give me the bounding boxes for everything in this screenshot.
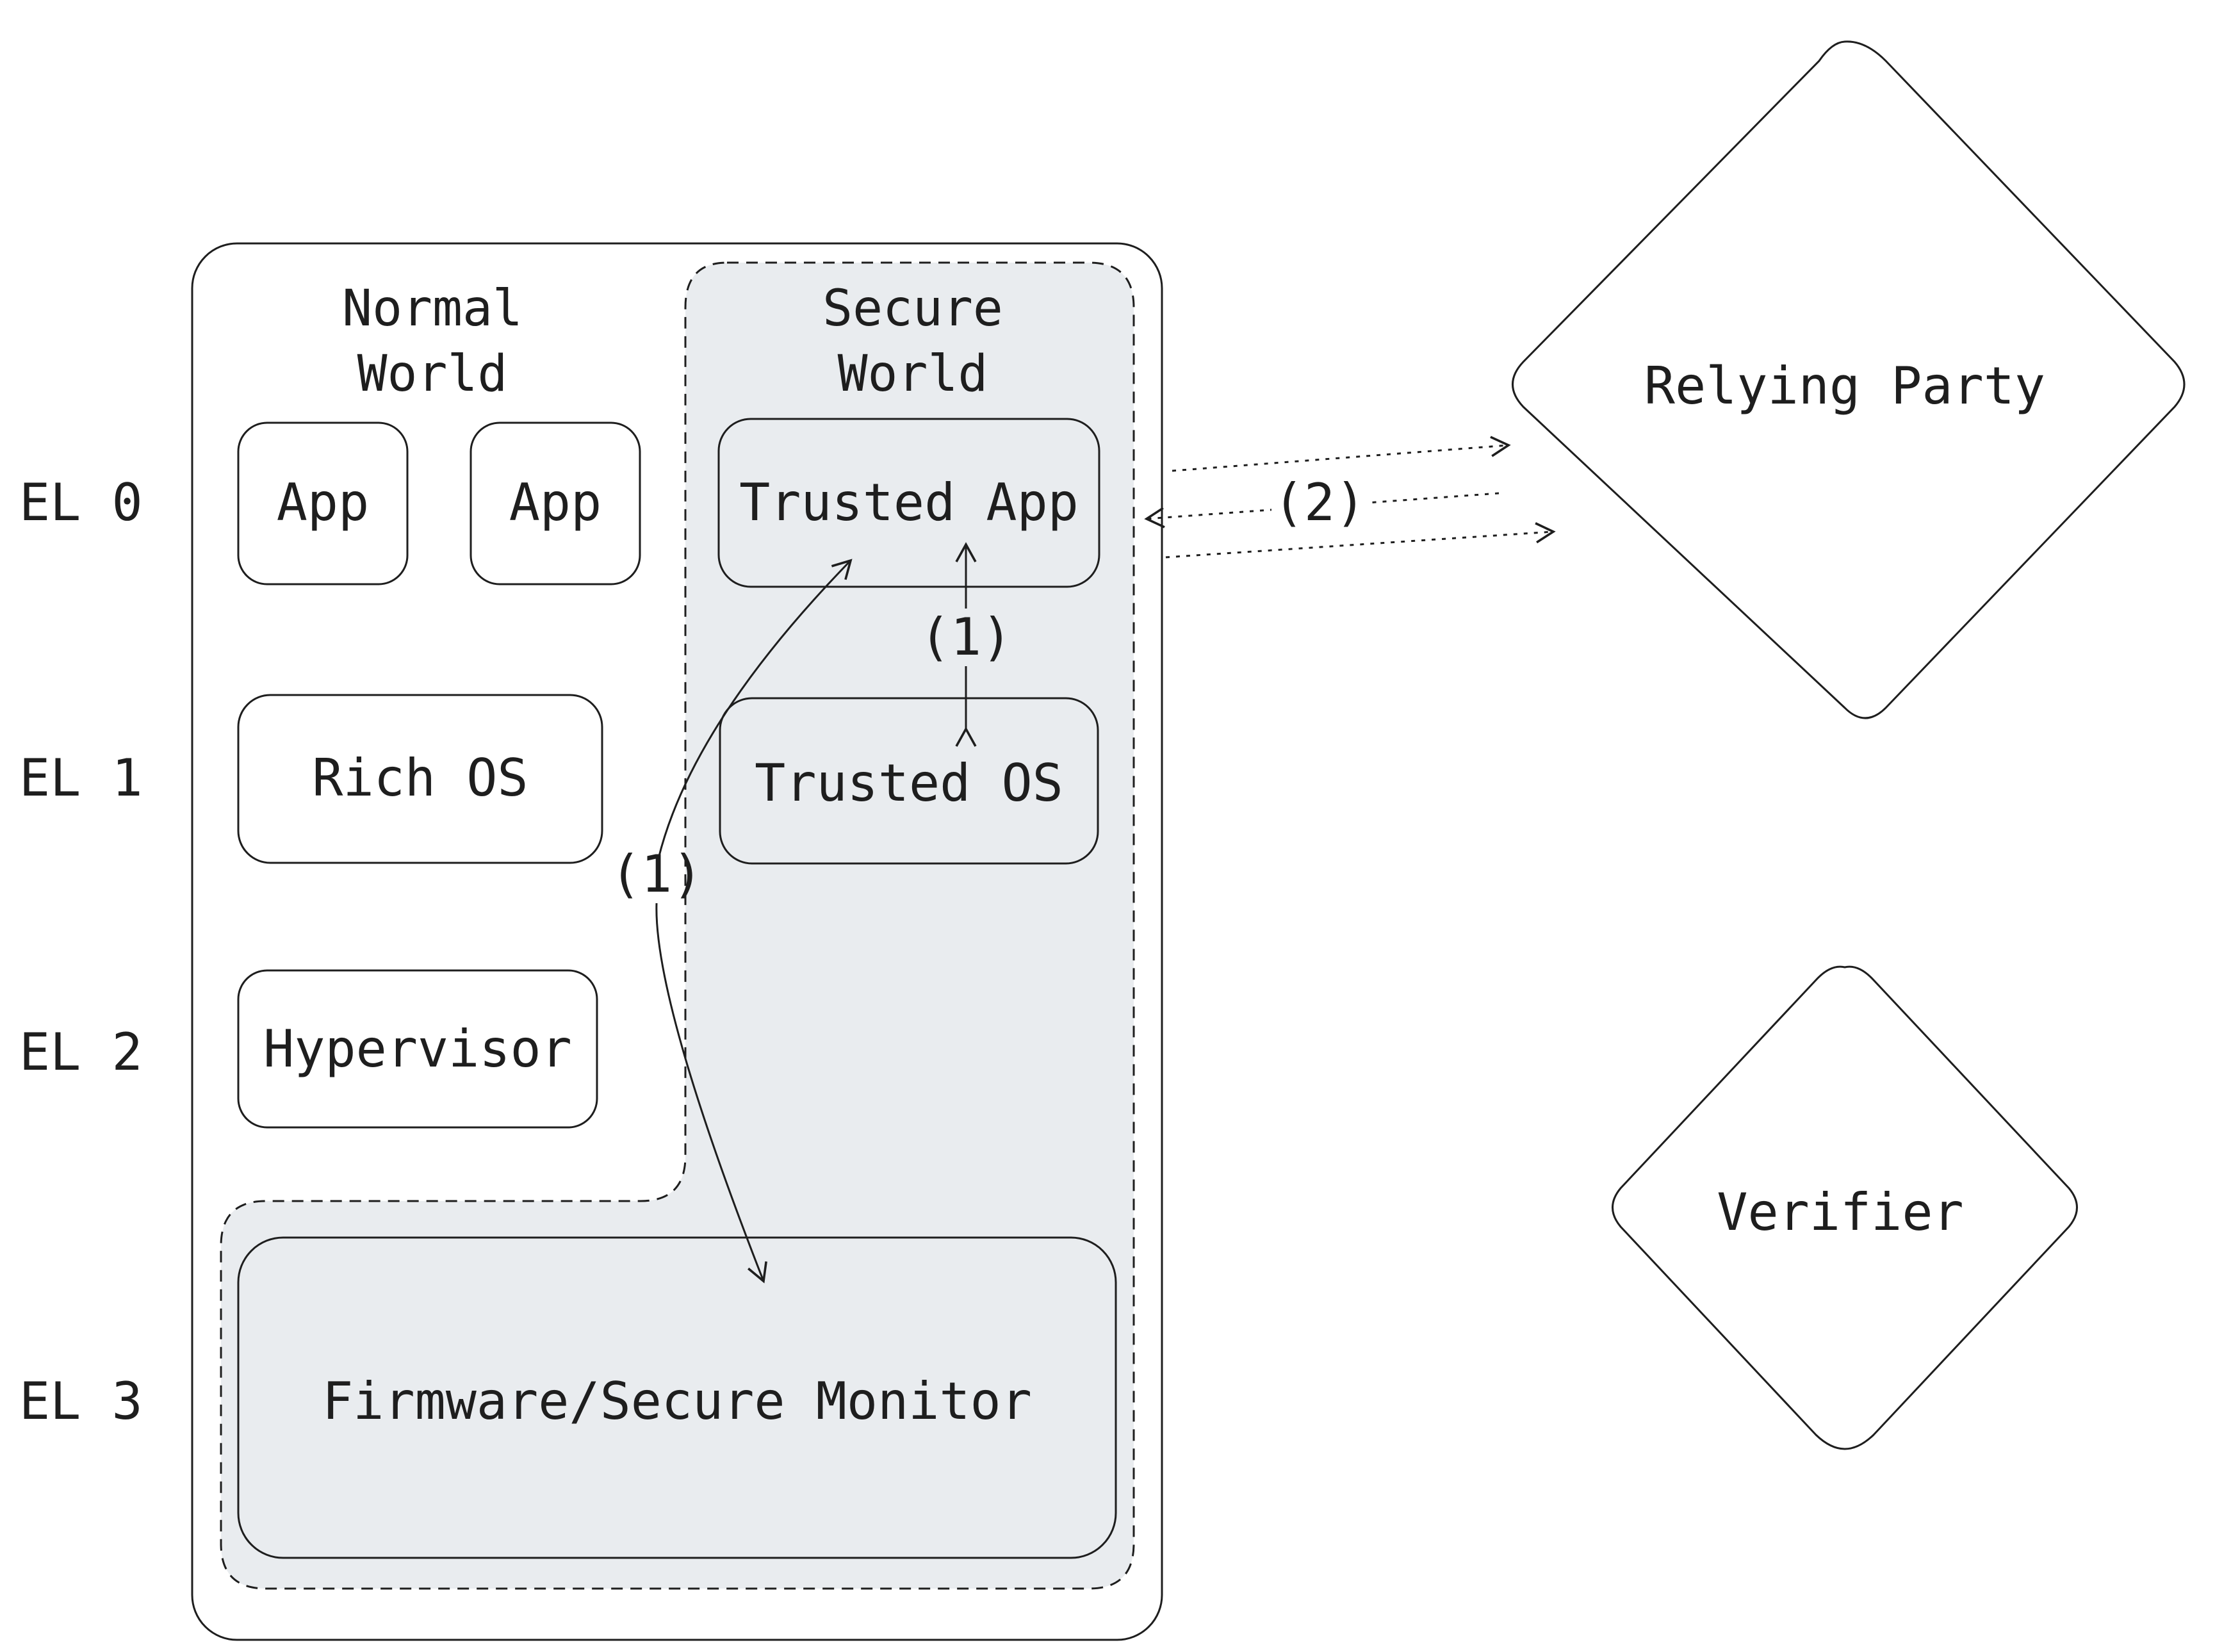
app-box-2 — [470, 421, 641, 585]
arrow-ta-fw-lower — [655, 903, 767, 1284]
app-box-2-label: App — [509, 473, 602, 532]
arrow-ta-tos-label: (1) — [920, 607, 1013, 667]
normal-world-title-line1: Normal — [342, 280, 523, 338]
verifier-label: Verifier — [1717, 1182, 1963, 1242]
app-box-1 — [237, 421, 409, 585]
rich-os-box — [237, 694, 603, 864]
arrow-ta-fw-label: (1) — [610, 844, 703, 904]
normal-world-title-line2: World — [357, 345, 508, 403]
trusted-app-label: Trusted App — [739, 473, 1079, 532]
secure-world-title-line1: Secure — [822, 280, 1003, 338]
app-box-1-label: App — [277, 473, 370, 532]
arrow-ta-rp-top — [1172, 436, 1511, 472]
secure-world-title-line2: World — [838, 345, 988, 403]
relying-party-label: Relying Party — [1644, 356, 2045, 416]
firmware-label: Firmware/Secure Monitor — [322, 1371, 1032, 1431]
verifier-diamond — [1612, 965, 2078, 1450]
hypervisor-box — [237, 969, 598, 1129]
hypervisor-label: Hypervisor — [263, 1019, 572, 1079]
device-container — [191, 242, 1163, 1641]
trusted-app-box — [717, 418, 1100, 588]
arrow-ta-tos-label-bg — [919, 609, 1013, 666]
el0-label: EL 0 — [19, 473, 143, 532]
el2-label: EL 2 — [19, 1022, 143, 1082]
arrow-ta-rp-bottom — [1165, 522, 1556, 559]
firmware-box — [237, 1236, 1117, 1559]
el3-label: EL 3 — [19, 1371, 143, 1431]
relying-party-diamond — [1512, 40, 2186, 719]
el1-label: EL 1 — [19, 748, 143, 808]
arrow-ta-fw-upper — [657, 559, 853, 859]
trusted-os-label: Trusted OS — [755, 753, 1063, 813]
arrow-ta-rp-label: (2) — [1273, 473, 1366, 532]
trusted-os-box — [719, 697, 1099, 865]
arrow-ta-rp-label-bg — [1271, 471, 1368, 532]
rich-os-label: Rich OS — [312, 748, 528, 808]
